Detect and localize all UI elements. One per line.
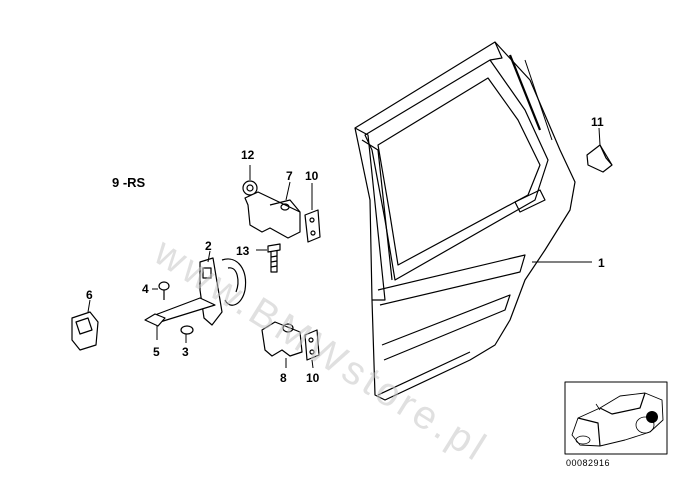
callout-shim-upper: 10 (305, 169, 319, 183)
callout-screw: 3 (182, 345, 189, 359)
callout-cover: 6 (86, 288, 93, 302)
callout-bolt: 4 (142, 282, 149, 296)
callout-upper-hinge: 7 (286, 169, 293, 183)
lower-hinge-icon (261, 321, 303, 368)
callout-grommet: 12 (241, 148, 255, 162)
door-check-icon (154, 250, 247, 326)
bolt-icon (152, 281, 170, 300)
callout-plug: 11 (591, 115, 604, 129)
image-code: 00082916 (566, 458, 611, 468)
group-label: 9 -RS (112, 175, 146, 190)
callout-door-check: 2 (205, 239, 212, 253)
screw-icon (180, 325, 194, 343)
car-locator-icon (564, 381, 668, 455)
plug-icon (586, 127, 613, 173)
callout-door: 1 (598, 256, 605, 270)
clip-icon (144, 313, 166, 340)
callout-shim-lower: 10 (306, 371, 320, 385)
lower-shim-icon (304, 329, 320, 369)
rear-door-shape (354, 41, 576, 401)
upper-hinge-icon (244, 181, 301, 239)
cover-icon (71, 299, 99, 351)
callout-clip: 5 (153, 345, 160, 359)
upper-shim-icon (304, 183, 321, 243)
grommet-icon (242, 165, 258, 196)
callout-lower-hinge: 8 (280, 371, 287, 385)
callout-hinge-bolt: 13 (236, 244, 250, 258)
hinge-bolt-icon (256, 243, 281, 273)
